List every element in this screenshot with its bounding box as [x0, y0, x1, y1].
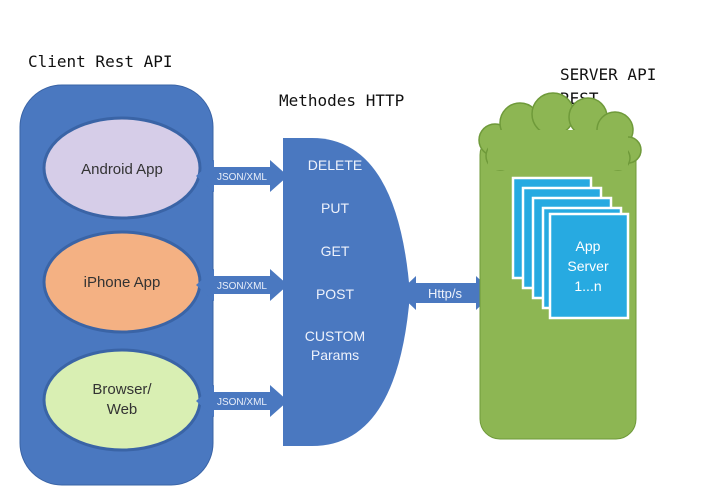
connector-arrow-3: JSON/XML: [196, 385, 288, 417]
client-browser-label-line2: Web: [107, 401, 138, 418]
server-label-line3: 1...n: [574, 278, 601, 294]
connector-arrow-1: JSON/XML: [196, 160, 288, 192]
method-params: Params: [311, 347, 359, 363]
client-android: Android App: [42, 116, 202, 220]
server-label-line2: Server: [567, 258, 609, 274]
client-browser-label-line1: Browser/: [92, 381, 152, 398]
server-cloud-fill: [488, 130, 628, 170]
methods-panel: [283, 138, 410, 446]
methods-title: Methodes HTTP: [279, 91, 404, 110]
client-iphone: iPhone App: [42, 230, 202, 334]
client-iphone-label: iPhone App: [84, 274, 161, 291]
client-title: Client Rest API: [28, 52, 173, 71]
client-browser: Browser/ Web: [42, 348, 202, 452]
method-get: GET: [321, 243, 350, 259]
method-delete: DELETE: [308, 157, 362, 173]
connector-label-3: JSON/XML: [217, 397, 267, 408]
client-android-label: Android App: [81, 161, 163, 178]
server-label-line1: App: [576, 238, 601, 254]
server-stack: [511, 176, 630, 320]
method-custom: CUSTOM: [305, 328, 365, 344]
method-post: POST: [316, 286, 355, 302]
connector-arrow-2: JSON/XML: [196, 269, 288, 301]
connector-label-2: JSON/XML: [217, 281, 267, 292]
transport-label: Http/s: [428, 286, 462, 301]
connector-label-1: JSON/XML: [217, 172, 267, 183]
server-title-line1: SERVER API: [560, 65, 656, 84]
method-put: PUT: [321, 200, 349, 216]
transport-arrow: Http/s: [398, 276, 494, 310]
